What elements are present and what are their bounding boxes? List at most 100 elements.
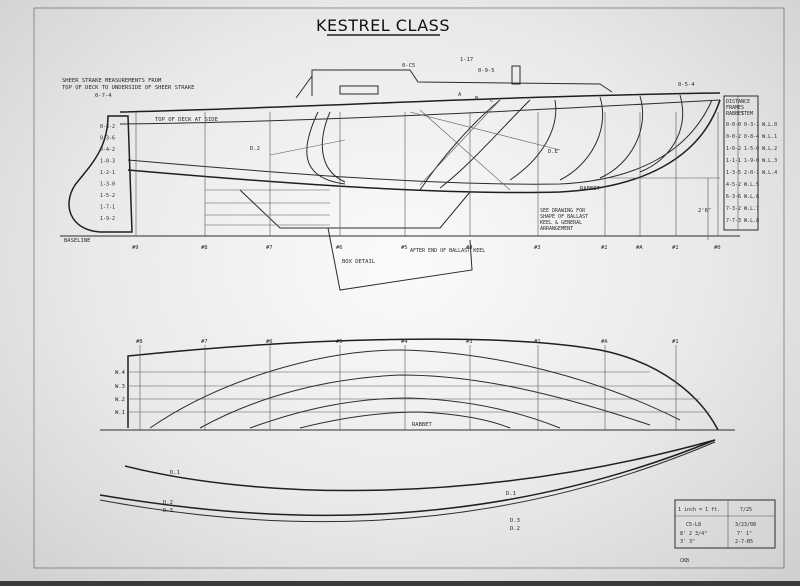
- offset-table: [723, 95, 759, 231]
- station-label: #3: [534, 245, 541, 251]
- offset-left-value: 1-0-3: [100, 159, 115, 165]
- baseline-label: BASELINE: [64, 238, 91, 244]
- plan-waterline-label: W.2: [115, 397, 125, 403]
- body-label-c: C: [490, 98, 493, 104]
- frame-curve-2: [306, 111, 346, 185]
- see-drawing-line1: SEE DRAWING FOR: [540, 208, 586, 214]
- offset-table-row: 0-0-0 0-3-1 W.L.0: [726, 122, 777, 128]
- offset-table-row: 0-0-2 0-8-4 W.L.1: [726, 134, 777, 140]
- plan-station-label: #2: [534, 339, 541, 345]
- cabin-outline: [311, 69, 613, 96]
- diagonal-de: [409, 111, 561, 151]
- station-label: #2: [601, 245, 608, 251]
- offsets-left-column: 0-3-20-3-60-4-21-0-31-2-11-3-01-5-21-7-1…: [100, 124, 115, 222]
- station-label: #7: [266, 245, 273, 251]
- diag-label-d3-right: D.3: [510, 518, 520, 524]
- frame-curve-4: [439, 99, 531, 189]
- offset-table-row: 7-3-2 W.L.7: [726, 206, 759, 212]
- diag-label-d1-right: D.1: [506, 491, 516, 497]
- cabin-window: [339, 85, 379, 95]
- profile-view: #9#8#7#6#5#4#3#2#A#1#0 SHEER STRAKE MEAS…: [60, 57, 777, 291]
- plan-waterline-label: W.3: [115, 384, 125, 390]
- plan-station-label: #7: [201, 339, 208, 345]
- title-block-initials: CKB: [680, 558, 689, 564]
- see-drawing-line3: KEEL & GENERAL: [540, 220, 582, 226]
- waterline-view: #8#7#6#5#4#3#2#A#1 W.4W.3W.2W.1 RABBET: [100, 338, 735, 431]
- buttock-curve-3: [249, 397, 561, 429]
- label-de: D.E: [548, 149, 558, 155]
- plan-station-label: #3: [466, 339, 473, 345]
- station-label: #6: [336, 245, 343, 251]
- plan-waterline-labels: W.4W.3W.2W.1: [115, 370, 126, 416]
- buttock-curve-4: [299, 411, 511, 429]
- sheer-note-line1: SHEER STRAKE MEASUREMENTS FROM: [62, 78, 162, 84]
- sheer-line: [119, 92, 721, 113]
- offset-table-row: 1-1-1 1-9-0 W.L.3: [726, 158, 777, 164]
- offset-header-1: DISTANCE: [726, 99, 750, 105]
- station-label: #0: [714, 245, 721, 251]
- body-label-a: A: [458, 92, 462, 98]
- profile-stations: #9#8#7#6#5#4#3#2#A#1#0: [132, 112, 721, 251]
- title-block-dwg: C5-L8: [686, 522, 701, 528]
- offset-left-value: 0-3-6: [100, 136, 115, 142]
- sheet-border: [33, 7, 785, 569]
- top-of-deck-label: TOP OF DECK AT SIDE: [155, 117, 218, 123]
- station-label: #4: [466, 245, 473, 251]
- title-block-beam: 3' 3": [680, 539, 695, 545]
- title-block-drawing-no: 2-7-B5: [735, 539, 753, 545]
- station-label: #8: [201, 245, 208, 251]
- offset-table-row: 6-3-6 W.L.6: [726, 194, 759, 200]
- dim-0-95: 0-9-5: [478, 68, 495, 74]
- dim-2-6: 2'6": [698, 208, 711, 214]
- offset-left-value: 1-9-2: [100, 216, 115, 222]
- rabbet-label: RABBET: [580, 186, 601, 192]
- offset-left-value: 1-3-0: [100, 182, 115, 188]
- offset-header-4: STEM: [741, 111, 753, 117]
- after-end-ballast-label: AFTER END OF BALLAST KEEL: [410, 248, 485, 254]
- body-label-b: B: [475, 96, 479, 102]
- offset-left-value: 1-5-2: [100, 193, 115, 199]
- dim-0-c5: 0-C5: [402, 63, 415, 69]
- rabbet-line: [127, 99, 713, 185]
- fin-detail: [327, 227, 473, 291]
- title-block-loa: 8' 2 3/4": [680, 531, 707, 537]
- frame-curve-5: [509, 99, 557, 181]
- diagonal-d2-curve: [99, 439, 716, 517]
- station-label: #5: [401, 245, 408, 251]
- dim-0-5-4: 0-5-4: [678, 82, 695, 88]
- diagonal-d1-curve: [124, 439, 716, 492]
- frame-curve-3: [419, 99, 501, 191]
- station-label: #1: [672, 245, 679, 251]
- diag-label-d3-left: D.3: [163, 508, 173, 514]
- diag-label-d2-left: D.2: [163, 500, 173, 506]
- plan-station-label: #1: [672, 339, 679, 345]
- offset-table-row: 4-5-2 W.L.5: [726, 182, 759, 188]
- title-block-dwg-ref: 3/23/08: [735, 522, 756, 528]
- diagonal-d3-curve: [99, 441, 716, 523]
- plan-station-label: #5: [336, 339, 343, 345]
- plan-waterline-label: W.1: [115, 410, 125, 416]
- diag-label-d1-left: D.1: [170, 470, 180, 476]
- drawing-title: KESTREL CLASS: [316, 16, 450, 35]
- offset-header-3: RABBET: [726, 111, 744, 117]
- offset-left-value: 0-4-2: [100, 147, 115, 153]
- sheer-plan-line: [127, 338, 719, 431]
- rudder: [68, 115, 133, 233]
- plan-station-label: #4: [401, 339, 408, 345]
- sheer-note-value: 0-7-4: [95, 93, 112, 99]
- frame-curve-6: [559, 96, 604, 181]
- plan-rabbet-label: RABBET: [412, 422, 433, 428]
- diagonal-x1: [419, 109, 511, 191]
- plan-stations: #8#7#6#5#4#3#2#A#1: [136, 339, 679, 430]
- hull-keel-line: [127, 99, 721, 194]
- offset-table-row: 1-3-5 2-0-1 W.L.4: [726, 170, 777, 176]
- title-block-date: 7/25: [740, 507, 752, 513]
- frame-curve-1: [321, 111, 346, 183]
- title-block-frame: [674, 499, 776, 549]
- sheer-note-line2: TOP OF DECK TO UNDERSIDE OF SHEER STRAKE: [62, 85, 194, 91]
- buttock-curve-1: [149, 349, 681, 429]
- diagonal-d2: [269, 139, 346, 156]
- buttock-curve-2: [199, 374, 651, 429]
